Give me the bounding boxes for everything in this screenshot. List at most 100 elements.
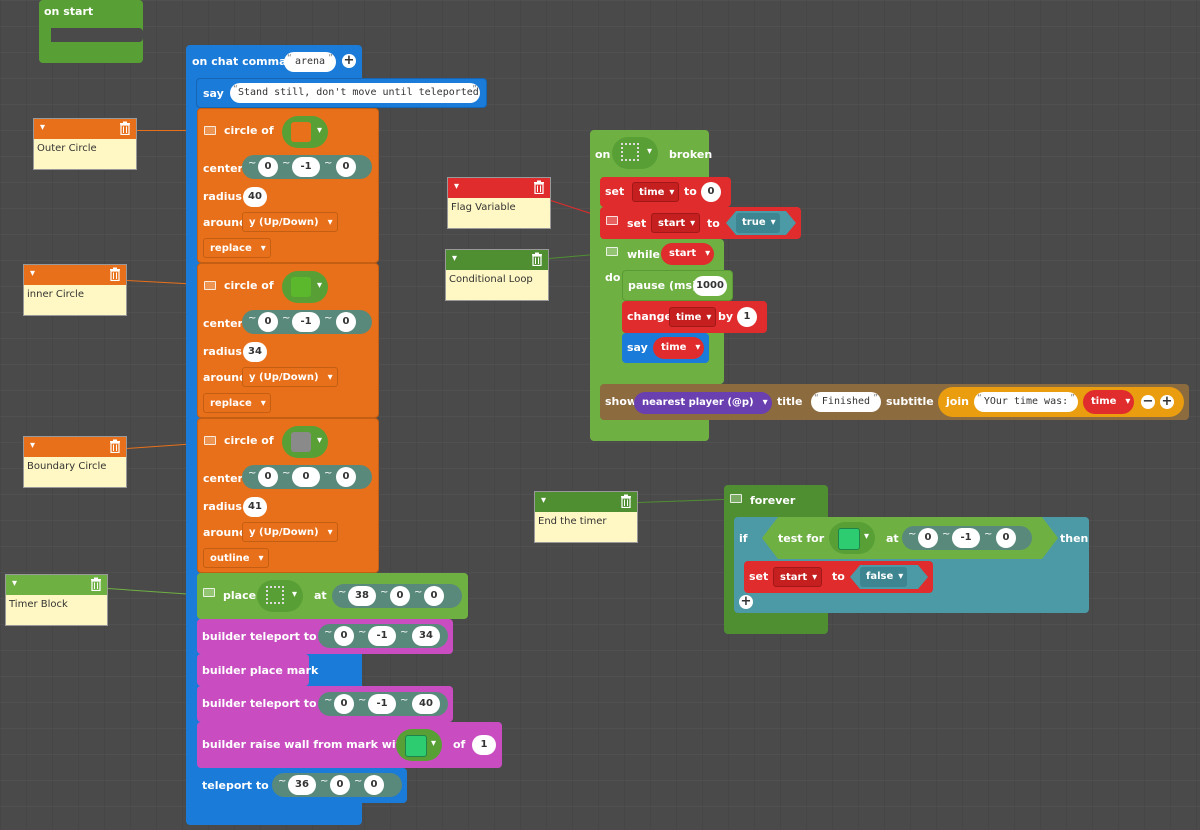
comment-note[interactable]: ▾ Flag Variable (447, 177, 551, 229)
center-coords[interactable]: ~0~-1~0 (242, 310, 372, 334)
mode-dropdown[interactable]: replace (203, 393, 271, 414)
title-text[interactable]: Finished (811, 388, 881, 412)
pause-value[interactable]: 1000 (693, 276, 727, 296)
coord-z[interactable]: 0 (364, 775, 384, 795)
center-coords[interactable]: ~0~0~0 (242, 465, 372, 489)
comment-note[interactable]: ▾ Conditional Loop (445, 249, 549, 301)
coord-z[interactable]: 0 (336, 157, 356, 177)
coord-x[interactable]: 0 (334, 694, 354, 714)
coord-z[interactable]: 40 (412, 694, 440, 714)
trash-icon[interactable] (119, 121, 131, 135)
coord-y[interactable]: -1 (952, 528, 980, 548)
comment-note[interactable]: ▾ inner Circle (23, 264, 127, 316)
coord-x[interactable]: 0 (258, 467, 278, 487)
boolean-slot[interactable]: false (850, 565, 928, 589)
builder-teleport-coords[interactable]: ~ 0 ~ -1 ~ 34 (318, 624, 448, 648)
comment-icon[interactable] (204, 126, 216, 135)
coord-y[interactable]: 0 (330, 775, 350, 795)
variable-reporter[interactable]: time (1083, 390, 1135, 414)
mode-dropdown[interactable]: replace (203, 238, 271, 259)
center-coords[interactable]: ~0~-1~0 (242, 155, 372, 179)
note-text[interactable]: Flag Variable (451, 202, 516, 213)
coord-x[interactable]: 0 (258, 157, 278, 177)
trash-icon[interactable] (90, 577, 102, 591)
trash-icon[interactable] (109, 267, 121, 281)
teleport-block[interactable]: teleport to ~ 36 ~ 0 ~ 0 (197, 768, 407, 803)
collapse-icon[interactable]: ▾ (30, 268, 36, 279)
comment-icon[interactable] (730, 494, 742, 503)
block-picker[interactable]: ▾ (282, 116, 328, 148)
collapse-icon[interactable]: ▾ (30, 440, 36, 451)
coord-z[interactable]: 0 (336, 467, 356, 487)
set-value[interactable]: 0 (701, 182, 721, 202)
coord-y[interactable]: -1 (368, 626, 396, 646)
builder-place-mark-block[interactable]: builder place mark (197, 654, 318, 686)
collapse-icon[interactable]: ▾ (541, 495, 547, 506)
add-else-icon[interactable]: + (739, 594, 753, 609)
set-start-block[interactable]: set start to true (600, 207, 801, 239)
note-text[interactable]: Boundary Circle (27, 461, 107, 472)
test-for-block[interactable]: test for ▾ at ~ 0 ~ -1 ~ 0 (762, 517, 1058, 559)
coord-x[interactable]: 38 (348, 586, 376, 606)
test-coords[interactable]: ~ 0 ~ -1 ~ 0 (902, 526, 1032, 550)
note-text[interactable]: Outer Circle (37, 143, 97, 154)
on-start-block[interactable]: on start (39, 0, 143, 63)
condition-dropdown[interactable]: start (661, 243, 715, 265)
builder-raise-wall-block[interactable]: builder raise wall from mark with ▾ of 1 (197, 722, 502, 768)
coord-x[interactable]: 0 (334, 626, 354, 646)
note-header[interactable]: ▾ (34, 119, 136, 139)
comment-note[interactable]: ▾End the timer (534, 491, 638, 543)
comment-icon[interactable] (204, 436, 216, 445)
block-picker[interactable]: ▾ (612, 137, 658, 169)
say-time-block[interactable]: say time (622, 333, 709, 363)
coord-z[interactable]: 34 (412, 626, 440, 646)
note-text[interactable]: Timer Block (9, 599, 68, 610)
note-header[interactable]: ▾ (448, 178, 550, 198)
note-text[interactable]: inner Circle (27, 289, 84, 300)
coord-x[interactable]: 0 (918, 528, 938, 548)
collapse-icon[interactable]: ▾ (40, 122, 46, 133)
builder-teleport-block[interactable]: builder teleport to ~ 0 ~ -1 ~ 34 (197, 619, 453, 654)
pause-block[interactable]: pause (ms) 1000 (622, 270, 733, 301)
collapse-icon[interactable]: ▾ (452, 253, 458, 264)
note-header[interactable]: ▾ (24, 265, 126, 285)
coord-x[interactable]: 36 (288, 775, 316, 795)
axis-dropdown[interactable]: y (Up/Down) (242, 212, 338, 233)
coord-z[interactable]: 0 (996, 528, 1016, 548)
comment-icon[interactable] (203, 588, 215, 597)
plus-icon[interactable]: + (1160, 394, 1174, 409)
axis-dropdown[interactable]: y (Up/Down) (242, 367, 338, 388)
builder-teleport-block[interactable]: builder teleport to ~ 0 ~ -1 ~ 40 (197, 686, 453, 722)
say-text[interactable]: Stand still, don't move until teleported (230, 79, 480, 103)
variable-dropdown[interactable]: time (669, 307, 717, 328)
set-time-block[interactable]: set time to 0 (600, 177, 731, 207)
block-picker[interactable]: ▾ (257, 580, 303, 612)
builder-teleport-coords[interactable]: ~ 0 ~ -1 ~ 40 (318, 692, 448, 716)
comment-note[interactable]: ▾ Outer Circle (33, 118, 137, 170)
block-picker[interactable]: ▾ (282, 271, 328, 303)
coord-y[interactable]: 0 (390, 586, 410, 606)
radius-value[interactable]: 40 (243, 187, 267, 207)
trash-icon[interactable] (533, 180, 545, 194)
note-text[interactable]: Conditional Loop (449, 274, 533, 285)
boolean-slot[interactable]: true (726, 211, 796, 235)
variable-dropdown[interactable]: time (632, 182, 680, 203)
trash-icon[interactable] (531, 252, 543, 266)
change-block[interactable]: change time by 1 (622, 301, 767, 333)
wall-count[interactable]: 1 (472, 735, 496, 755)
place-block[interactable]: place ▾ at ~ 38 ~ 0 ~ 0 (197, 573, 468, 619)
place-coords[interactable]: ~ 38 ~ 0 ~ 0 (332, 584, 462, 608)
collapse-icon[interactable]: ▾ (12, 578, 18, 589)
trash-icon[interactable] (109, 439, 121, 453)
coord-y[interactable]: -1 (368, 694, 396, 714)
join-text[interactable]: YOur time was: (974, 388, 1078, 412)
teleport-coords[interactable]: ~ 36 ~ 0 ~ 0 (272, 773, 402, 797)
boolean-dropdown[interactable]: false (860, 567, 907, 587)
say-block[interactable]: say Stand still, don't move until telepo… (196, 78, 487, 108)
mode-dropdown[interactable]: outline (203, 548, 269, 569)
set-false-block[interactable]: set start to false (744, 561, 933, 593)
comment-icon[interactable] (204, 281, 216, 290)
